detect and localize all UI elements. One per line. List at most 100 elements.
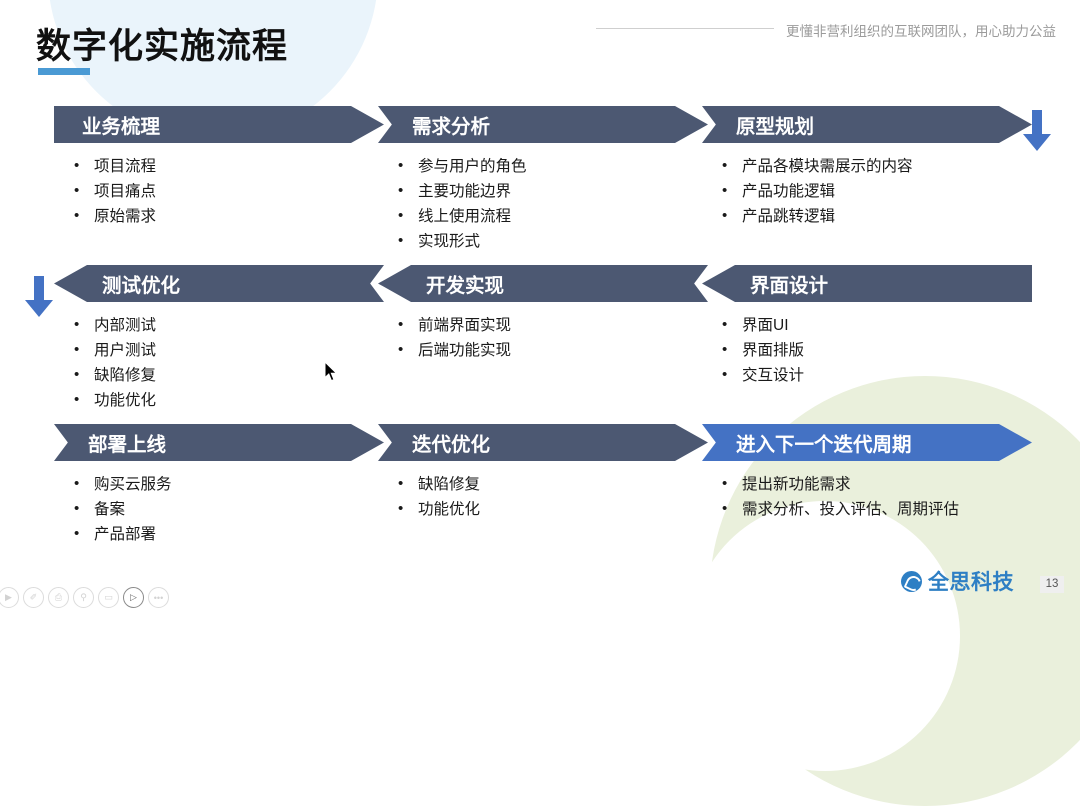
- list-item-label: 后端功能实现: [418, 342, 512, 359]
- list-item-label: 产品部署: [94, 526, 157, 543]
- list-item-label: 界面UI: [742, 317, 789, 334]
- down-arrow-icon-left: [24, 276, 54, 318]
- flow-stage[interactable]: 业务梳理项目流程项目痛点原始需求: [54, 106, 384, 229]
- page-number-badge: 13: [1040, 576, 1064, 593]
- flow-stage-items: 产品各模块需展示的内容产品功能逻辑产品跳转逻辑: [702, 153, 1032, 229]
- down-arrow-icon-right: [1022, 110, 1052, 152]
- list-item-label: 产品功能逻辑: [742, 183, 836, 200]
- list-item-label: 缺陷修复: [418, 476, 481, 493]
- list-item: 备案: [74, 496, 384, 522]
- list-item-label: 交互设计: [742, 367, 805, 384]
- flow-stage-title: 测试优化: [102, 275, 181, 297]
- flow-row: 部署上线购买云服务备案产品部署迭代优化缺陷修复功能优化进入下一个迭代周期提出新功…: [0, 424, 1080, 583]
- flow-stage-banner[interactable]: 原型规划: [702, 106, 1032, 143]
- pencil-icon[interactable]: ✐: [23, 587, 44, 608]
- list-item-label: 备案: [94, 501, 126, 518]
- logo-text: 全思科技: [928, 571, 1014, 594]
- list-item-label: 产品跳转逻辑: [742, 208, 836, 225]
- list-item: 界面排版: [722, 337, 1032, 363]
- comment-icon[interactable]: ▭: [98, 587, 119, 608]
- list-item-label: 界面排版: [742, 342, 805, 359]
- list-item-label: 提出新功能需求: [742, 476, 851, 493]
- flow-stage-banner[interactable]: 开发实现: [378, 265, 708, 302]
- video-icon[interactable]: ▷: [123, 587, 144, 608]
- flow-stage-items: 参与用户的角色主要功能边界线上使用流程实现形式: [378, 153, 708, 254]
- flow-stage[interactable]: 进入下一个迭代周期提出新功能需求需求分析、投入评估、周期评估: [702, 424, 1032, 522]
- flow-stage[interactable]: 部署上线购买云服务备案产品部署: [54, 424, 384, 547]
- flow-stage-banner[interactable]: 迭代优化: [378, 424, 708, 461]
- flow-stage[interactable]: 迭代优化缺陷修复功能优化: [378, 424, 708, 522]
- flow-stage-items: 内部测试用户测试缺陷修复功能优化: [54, 312, 384, 413]
- flow-stage-items: 前端界面实现后端功能实现: [378, 312, 708, 363]
- flow-stage-banner[interactable]: 需求分析: [378, 106, 708, 143]
- viewer-tool-strip[interactable]: ▶✐⎙⚲▭▷•••: [0, 587, 169, 608]
- list-item: 项目流程: [74, 153, 384, 179]
- list-item: 参与用户的角色: [398, 153, 708, 179]
- flow-stage-title: 业务梳理: [82, 116, 161, 138]
- list-item: 功能优化: [74, 387, 384, 413]
- slide-header: 数字化实施流程 更懂非营利组织的互联网团队，用心助力公益: [0, 0, 1080, 100]
- flow-stage-items: 购买云服务备案产品部署: [54, 471, 384, 547]
- list-item-label: 前端界面实现: [418, 317, 512, 334]
- flow-stage[interactable]: 测试优化内部测试用户测试缺陷修复功能优化: [54, 265, 384, 413]
- list-item-label: 产品各模块需展示的内容: [742, 158, 913, 175]
- list-item: 缺陷修复: [74, 362, 384, 388]
- list-item: 线上使用流程: [398, 203, 708, 229]
- list-item: 需求分析、投入评估、周期评估: [722, 496, 1032, 522]
- title-underline-accent: [38, 68, 90, 75]
- more-icon[interactable]: •••: [148, 587, 169, 608]
- list-item-label: 购买云服务: [94, 476, 172, 493]
- tagline-text: 更懂非营利组织的互联网团队，用心助力公益: [786, 24, 1056, 39]
- list-item-label: 用户测试: [94, 342, 157, 359]
- list-item-label: 功能优化: [94, 392, 157, 409]
- list-item: 项目痛点: [74, 178, 384, 204]
- flow-stage-banner[interactable]: 界面设计: [702, 265, 1032, 302]
- flow-stage-title: 迭代优化: [412, 434, 491, 456]
- flow-stage-banner[interactable]: 进入下一个迭代周期: [702, 424, 1032, 461]
- flow-stage-title: 界面设计: [750, 275, 829, 297]
- flow-stage-items: 提出新功能需求需求分析、投入评估、周期评估: [702, 471, 1032, 522]
- list-item: 交互设计: [722, 362, 1032, 388]
- flow-stage-items: 界面UI 界面排版交互设计: [702, 312, 1032, 388]
- list-item: 产品各模块需展示的内容: [722, 153, 1032, 179]
- flow-stage[interactable]: 原型规划产品各模块需展示的内容产品功能逻辑产品跳转逻辑: [702, 106, 1032, 229]
- list-item: 前端界面实现: [398, 312, 708, 338]
- flow-stage-title: 原型规划: [736, 116, 815, 138]
- list-item-label: 原始需求: [94, 208, 157, 225]
- search-icon[interactable]: ⚲: [73, 587, 94, 608]
- list-item-label: 实现形式: [418, 233, 481, 250]
- list-item-label: 缺陷修复: [94, 367, 157, 384]
- flow-stage-banner[interactable]: 部署上线: [54, 424, 384, 461]
- flow-stage[interactable]: 需求分析参与用户的角色主要功能边界线上使用流程实现形式: [378, 106, 708, 254]
- list-item: 实现形式: [398, 228, 708, 254]
- flow-stage[interactable]: 开发实现前端界面实现后端功能实现: [378, 265, 708, 363]
- list-item-label: 参与用户的角色: [418, 158, 527, 175]
- flow-stage-title: 开发实现: [426, 275, 505, 297]
- tagline-divider: [596, 28, 774, 29]
- page-title: 数字化实施流程: [36, 27, 289, 66]
- list-item-label: 项目痛点: [94, 183, 157, 200]
- list-item: 购买云服务: [74, 471, 384, 497]
- list-item: 后端功能实现: [398, 337, 708, 363]
- flow-stage-banner[interactable]: 测试优化: [54, 265, 384, 302]
- print-icon[interactable]: ⎙: [48, 587, 69, 608]
- flow-stage-title: 部署上线: [88, 434, 167, 456]
- list-item: 产品部署: [74, 521, 384, 547]
- flow-stage-title: 进入下一个迭代周期: [736, 434, 912, 456]
- flow-stage-items: 缺陷修复功能优化: [378, 471, 708, 522]
- list-item: 原始需求: [74, 203, 384, 229]
- logo-circle-icon: [901, 570, 922, 592]
- list-item: 界面UI: [722, 312, 1032, 338]
- list-item: 主要功能边界: [398, 178, 708, 204]
- list-item: 内部测试: [74, 312, 384, 338]
- list-item-label: 需求分析、投入评估、周期评估: [742, 501, 960, 518]
- list-item-label: 线上使用流程: [418, 208, 512, 225]
- flow-stage[interactable]: 界面设计界面UI 界面排版交互设计: [702, 265, 1032, 388]
- company-logo: 全思科技: [901, 566, 1014, 596]
- flow-stage-banner[interactable]: 业务梳理: [54, 106, 384, 143]
- play-icon[interactable]: ▶: [0, 587, 19, 608]
- list-item-label: 项目流程: [94, 158, 157, 175]
- flow-row: 测试优化内部测试用户测试缺陷修复功能优化开发实现前端界面实现后端功能实现界面设计…: [0, 265, 1080, 424]
- list-item: 缺陷修复: [398, 471, 708, 497]
- list-item-label: 主要功能边界: [418, 183, 512, 200]
